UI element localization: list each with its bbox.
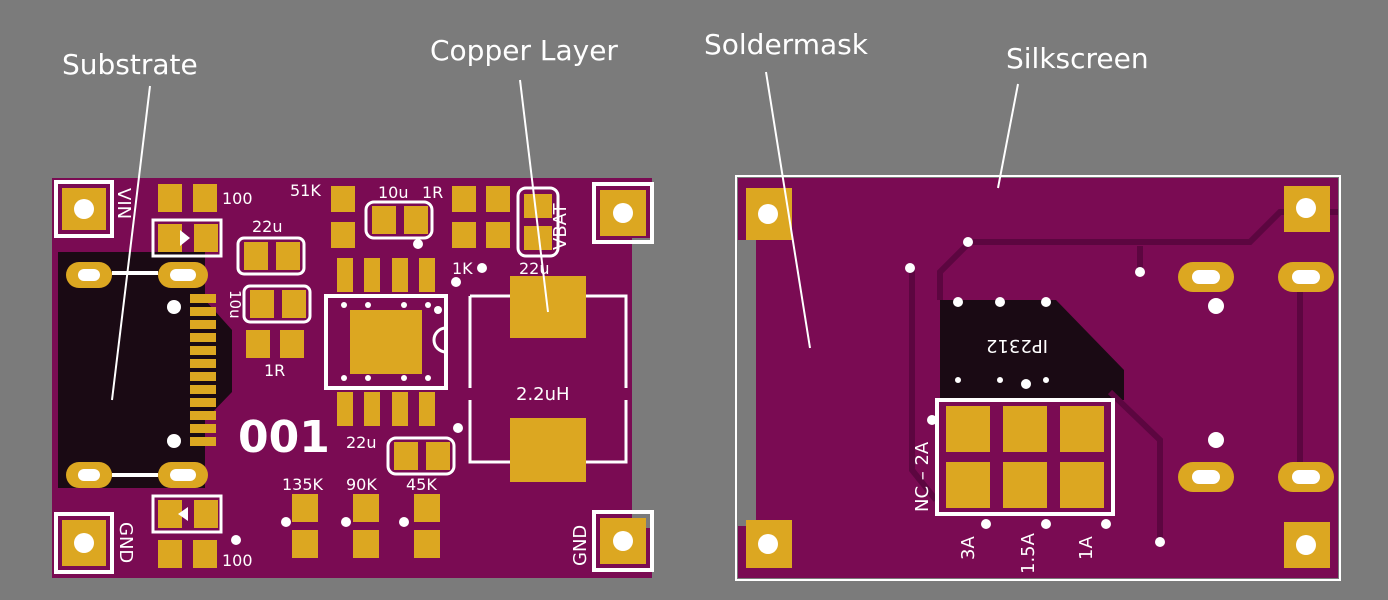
front-label-r135k: 135K: [282, 475, 324, 494]
front-label-c22u-inductor: 22u: [519, 259, 550, 278]
front-r1k: [452, 186, 510, 273]
front-via: [451, 277, 461, 287]
back-label-1a: 1A: [1076, 536, 1097, 560]
front-usb-pins: [190, 294, 216, 446]
front-r90k: [341, 494, 379, 558]
front-label-c22u-bottom: 22u: [346, 433, 377, 452]
front-c10u-top: [364, 200, 434, 249]
callout-copper: Copper Layer: [430, 34, 618, 67]
front-label-vin: VIN: [113, 188, 134, 219]
front-label-inductor: 2.2uH: [516, 384, 570, 405]
front-label-gnd-right: GND: [570, 525, 591, 566]
front-mount-pad-tr: [592, 182, 654, 244]
front-via-2: [453, 423, 463, 433]
front-label-gnd-left: GND: [115, 522, 136, 563]
front-board-id: 001: [238, 412, 330, 463]
back-label-1-5a: 1.5A: [1018, 532, 1039, 574]
back-board-outline: [735, 175, 1341, 581]
back-label-3a: 3A: [958, 536, 979, 560]
callout-substrate: Substrate: [62, 48, 198, 81]
callout-line-substrate: [111, 85, 151, 401]
back-substrate-area: [940, 300, 1124, 400]
front-label-c10u-top: 10u: [378, 183, 409, 202]
back-vias: [905, 237, 1165, 547]
front-label-r1r-left: 1R: [264, 361, 285, 380]
back-board-notch-left: [738, 240, 756, 526]
front-r100-top: [158, 184, 217, 212]
front-label-r45k: 45K: [406, 475, 437, 494]
front-mount-pad-tl: [54, 180, 114, 238]
back-label-current-header: NC – 2A: [912, 441, 933, 512]
front-label-r100-top: 100: [222, 189, 253, 208]
back-mount-pad-tr: [1284, 186, 1330, 232]
front-label-r1k: 1K: [452, 259, 473, 278]
callouts: Substrate Copper Layer Soldermask Silksc…: [62, 28, 1149, 401]
front-r51k: [331, 186, 355, 248]
back-label-chip: IP2312: [986, 335, 1048, 356]
front-label-r100-bottom: 100: [222, 551, 253, 570]
front-usb-oval-pads: [66, 262, 208, 488]
front-led-top: [151, 218, 223, 258]
front-c22u-left: [236, 236, 306, 276]
back-mount-pad-bl: [746, 520, 792, 568]
front-label-r90k: 90K: [346, 475, 377, 494]
front-label-c10u-left: 10u: [226, 290, 244, 319]
back-usb-oval-pads: [1178, 262, 1334, 492]
front-label-vbat: VBAT: [550, 202, 571, 250]
front-board: 100 100 22u 10u 1: [52, 178, 654, 578]
front-substrate-area: [58, 252, 232, 470]
back-mount-pad-tl: [746, 188, 792, 240]
callout-line-soldermask: [765, 71, 811, 349]
front-label-r1r-top: 1R: [422, 183, 443, 202]
front-mount-pad-bl: [54, 512, 114, 574]
callout-soldermask: Soldermask: [704, 28, 869, 61]
callout-silkscreen: Silkscreen: [1006, 42, 1149, 75]
front-label-r51k: 51K: [290, 181, 321, 200]
callout-line-silkscreen: [997, 83, 1019, 189]
front-c22u-bottom: [386, 436, 456, 476]
front-r45k: [399, 494, 440, 558]
front-r135k: [281, 494, 318, 558]
back-jumper-grid: [935, 398, 1115, 516]
callout-line-copper: [519, 79, 549, 313]
front-ic-sop8: [324, 258, 448, 426]
front-r1r-left: [246, 330, 304, 358]
back-mount-pad-br: [1284, 522, 1330, 568]
front-r100-bottom: [158, 535, 241, 568]
front-label-c22u-left: 22u: [252, 217, 283, 236]
front-c22u-vbat: [516, 186, 560, 258]
front-board-notch-right: [632, 238, 654, 528]
back-board: IP2312 NC – 2A 3A 1.5A 1A: [735, 175, 1341, 581]
front-mount-pad-br: [592, 510, 654, 572]
front-c10u-left: [242, 284, 312, 324]
front-led-bottom: [151, 494, 223, 534]
